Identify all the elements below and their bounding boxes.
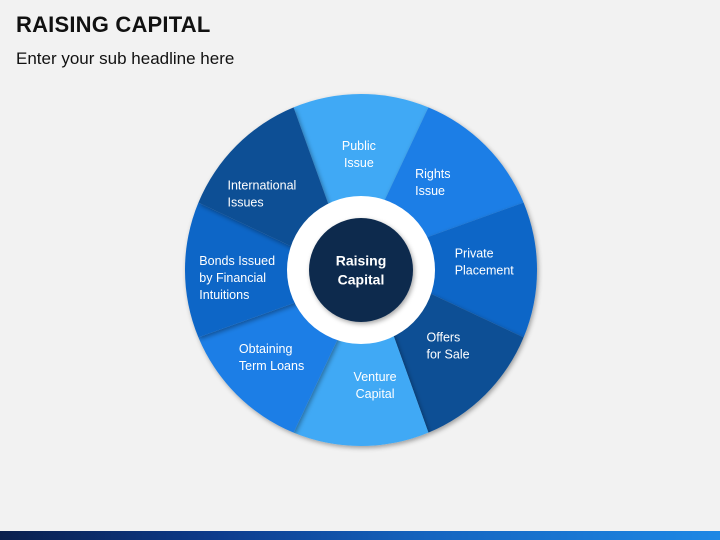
bottom-accent-bar [0, 531, 720, 540]
wheel-segment [293, 93, 429, 263]
page-title: RAISING CAPITAL [16, 12, 211, 37]
wheel-segment [293, 277, 429, 447]
page-subtitle: Enter your sub headline here [16, 49, 235, 68]
center-disc [309, 218, 413, 322]
wheel-segment [184, 202, 354, 338]
wheel-segment [368, 202, 538, 338]
